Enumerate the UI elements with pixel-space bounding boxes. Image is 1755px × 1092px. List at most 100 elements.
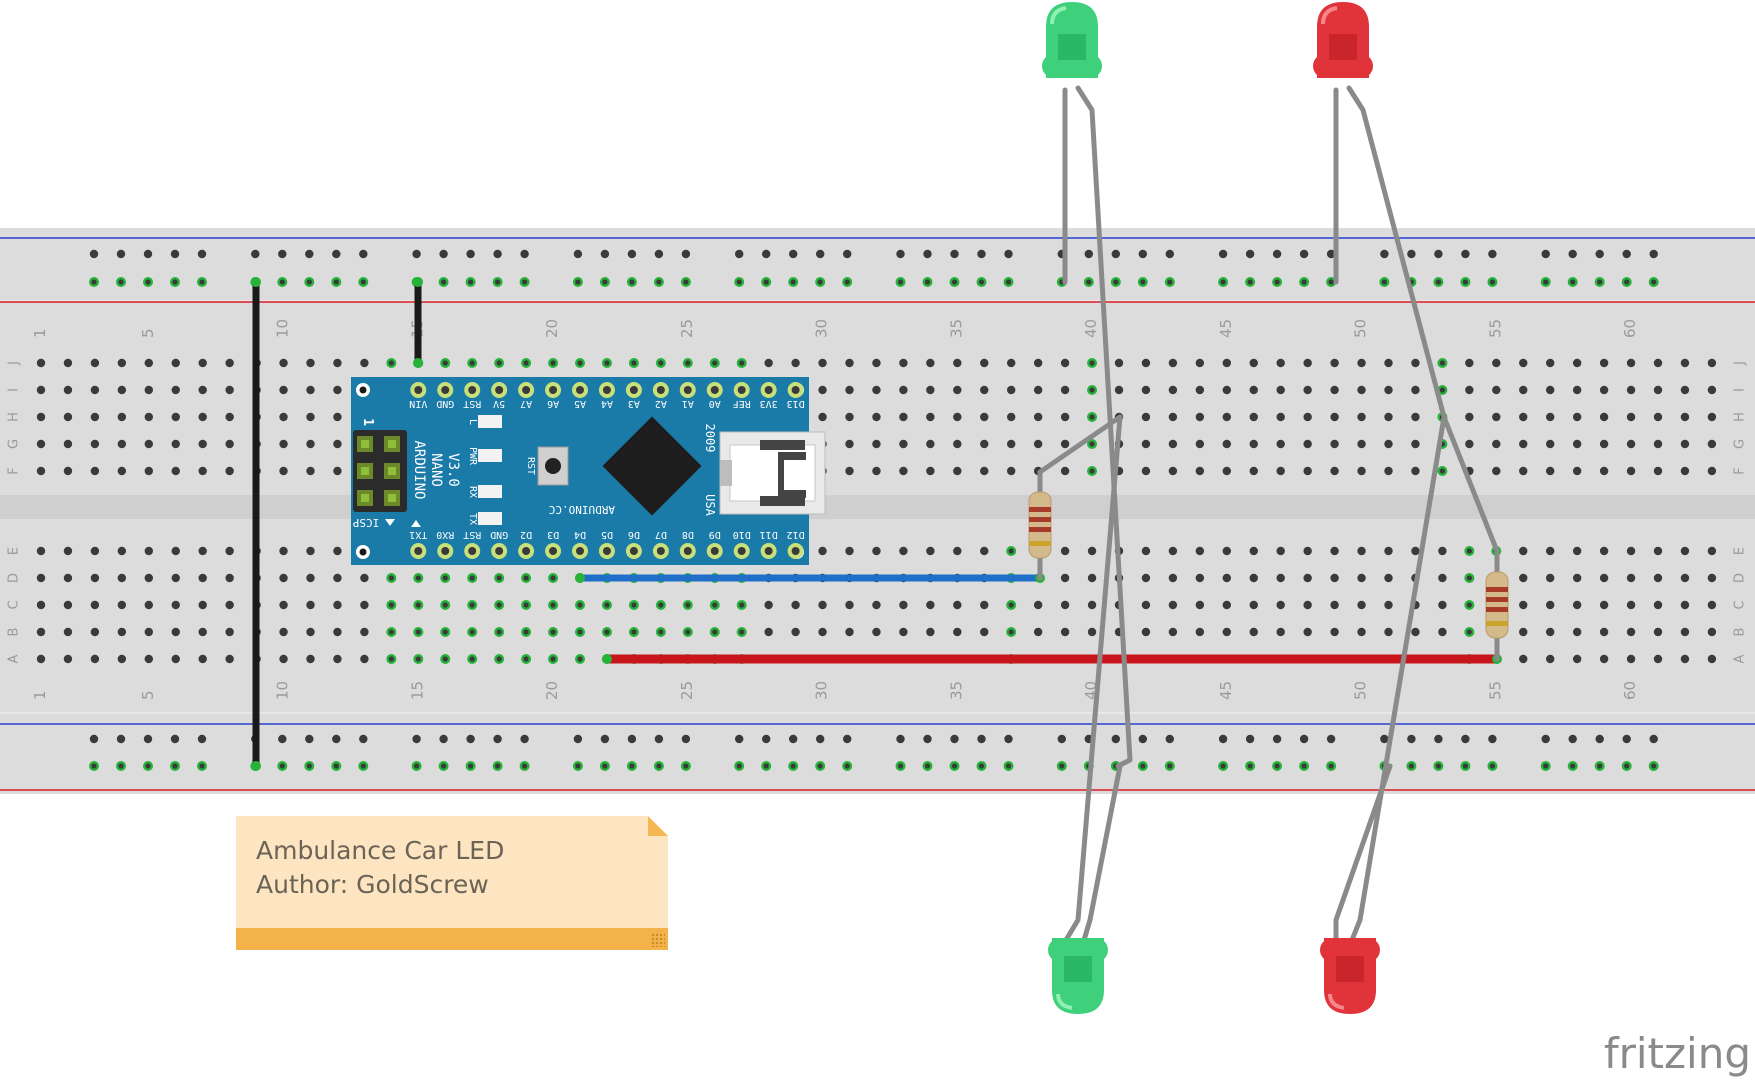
hole xyxy=(1303,466,1312,476)
rail-hole-core xyxy=(522,279,528,285)
hole-core xyxy=(523,575,529,581)
rail-hole xyxy=(1218,734,1228,744)
hole xyxy=(1141,466,1151,476)
hole xyxy=(1168,627,1178,637)
hole-core xyxy=(388,360,394,366)
rail-hole-core xyxy=(279,279,285,285)
hole-core xyxy=(1089,468,1095,474)
nano-name-line: ARDUINO xyxy=(411,440,427,499)
hole xyxy=(953,466,962,476)
rail-hole xyxy=(1541,249,1550,259)
nano-pin-core xyxy=(656,547,665,555)
rail-hole-core xyxy=(683,279,689,285)
rail-hole xyxy=(1649,249,1658,259)
hole-core xyxy=(415,575,421,581)
hole-core xyxy=(442,360,448,366)
hole xyxy=(1222,439,1232,449)
hole xyxy=(1007,439,1016,449)
hole xyxy=(1680,412,1690,422)
hole xyxy=(1599,654,1609,664)
hole xyxy=(1330,412,1339,422)
hole xyxy=(117,546,127,556)
hole xyxy=(90,439,100,449)
rail-hole-core xyxy=(897,279,904,285)
hole xyxy=(1033,627,1043,637)
rail-hole-core xyxy=(306,279,312,285)
rail-hole xyxy=(143,734,153,744)
hole xyxy=(953,439,962,449)
rail-hole-core xyxy=(1381,279,1387,285)
hole xyxy=(1141,439,1151,449)
nano-pin-core xyxy=(629,547,638,555)
row-letter-left: E xyxy=(7,547,22,555)
hole xyxy=(63,600,73,610)
column-number-bottom: 30 xyxy=(813,681,831,700)
hole xyxy=(1276,627,1285,637)
rail-hole-core xyxy=(1113,279,1119,285)
hole xyxy=(144,358,153,368)
hole xyxy=(1680,439,1690,449)
resize-grip-icon[interactable] xyxy=(651,933,665,947)
hole xyxy=(1626,627,1636,637)
hole xyxy=(845,412,854,422)
hole xyxy=(1168,600,1178,610)
rail-hole-core xyxy=(817,279,823,285)
rail-hole xyxy=(143,249,153,259)
marker-triangle-icon xyxy=(385,519,395,526)
hole xyxy=(1357,358,1366,368)
hole xyxy=(117,439,127,449)
hole xyxy=(845,439,854,449)
hole xyxy=(171,358,180,368)
nano-pin-core xyxy=(764,547,773,555)
sticky-note[interactable]: Ambulance Car LED Author: GoldScrew xyxy=(236,816,668,950)
hole xyxy=(1384,358,1393,368)
rail-hole-core xyxy=(1274,279,1280,285)
hole xyxy=(306,573,315,583)
hole xyxy=(926,358,935,368)
rail-hole-core xyxy=(1301,763,1307,769)
hole xyxy=(1060,385,1070,395)
hole xyxy=(198,412,207,422)
hole-core xyxy=(658,629,664,635)
pin-label-bottom: D7 xyxy=(655,529,667,540)
hole xyxy=(845,385,854,395)
hole xyxy=(1384,627,1393,637)
hole-core xyxy=(442,656,448,662)
rail-hole-core xyxy=(1167,279,1173,285)
hole xyxy=(1599,439,1609,449)
hole xyxy=(953,385,962,395)
hole xyxy=(1546,358,1555,368)
hole xyxy=(1465,385,1474,395)
hole xyxy=(117,600,127,610)
hole xyxy=(791,358,800,368)
hole xyxy=(306,627,315,637)
rail-hole xyxy=(627,734,637,744)
onboard-led xyxy=(478,415,502,428)
column-number-bottom: 10 xyxy=(274,681,292,700)
hole xyxy=(117,412,127,422)
rail-hole-core xyxy=(844,763,850,769)
rail-hole xyxy=(762,249,771,259)
row-letter-right: I xyxy=(1733,388,1748,392)
hole-core xyxy=(685,360,691,366)
rail-hole xyxy=(1218,249,1228,259)
rail-hole-core xyxy=(1543,279,1549,285)
hole xyxy=(144,546,153,556)
hole xyxy=(1707,573,1717,583)
icsp-label: ICSP xyxy=(352,516,379,529)
row-letter-right: E xyxy=(1733,547,1748,555)
hole xyxy=(171,412,180,422)
hole xyxy=(1114,385,1124,395)
rail-hole xyxy=(1111,249,1121,259)
hole xyxy=(333,627,342,637)
hole xyxy=(1060,412,1070,422)
hole xyxy=(1033,412,1043,422)
hole xyxy=(1249,358,1258,368)
rail-hole-core xyxy=(468,279,474,285)
nano-pin-core xyxy=(414,386,423,394)
usb-tongue xyxy=(778,452,806,498)
hole xyxy=(171,546,180,556)
pin-label-top: 3V3 xyxy=(760,398,778,409)
rail-hole-core xyxy=(1328,763,1334,769)
pin-label-top: A5 xyxy=(574,398,586,409)
